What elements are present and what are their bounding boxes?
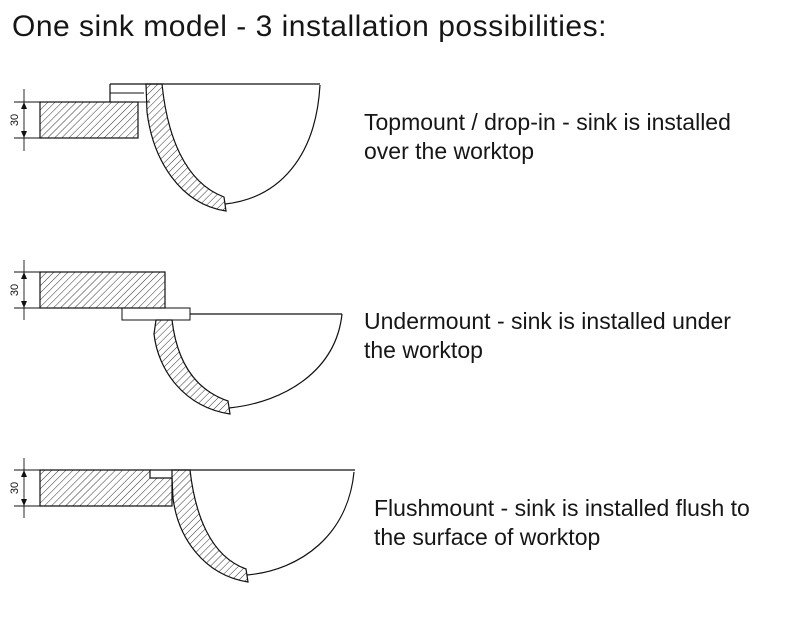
page-title: One sink model - 3 installation possibil… [12, 10, 607, 43]
worktop-section [39, 271, 166, 309]
dimension-30-label: 30 [10, 114, 21, 126]
sink-wall-hatched [153, 319, 231, 415]
dimension-30 [14, 89, 40, 151]
undermount-label: Undermount - sink is installed under the… [364, 308, 731, 363]
topmount-label: Topmount / drop-in - sink is installed o… [364, 109, 731, 164]
installation-row-flushmount: 30 Flushmount - sink is installed flush … [10, 448, 800, 598]
worktop-section [39, 469, 173, 507]
sink-profile [109, 83, 321, 212]
undermount-section-drawing: 30 [10, 260, 343, 415]
topmount-section-drawing: 30 [10, 83, 321, 212]
installation-row-topmount: 30 Topmount / drop-in - sink is installe… [10, 62, 800, 212]
bowl-curve [228, 313, 343, 409]
bowl-curve [224, 84, 321, 205]
sink-profile [150, 469, 355, 583]
sink-wall-hatched [145, 83, 227, 212]
flushmount-section-drawing: 30 [10, 458, 355, 583]
sink-wall-hatched [171, 469, 249, 583]
dimension-30-label: 30 [10, 482, 21, 494]
bowl-curve [246, 471, 355, 576]
installation-row-undermount: 30 Undermount - sink is installed under … [10, 252, 800, 420]
flushmount-label: Flushmount - sink is installed flush to … [374, 495, 750, 550]
dimension-30-label: 30 [10, 284, 21, 296]
worktop-section [39, 101, 139, 139]
dimension-30 [14, 260, 40, 320]
sink-profile [121, 307, 343, 415]
dimension-30 [14, 458, 40, 518]
